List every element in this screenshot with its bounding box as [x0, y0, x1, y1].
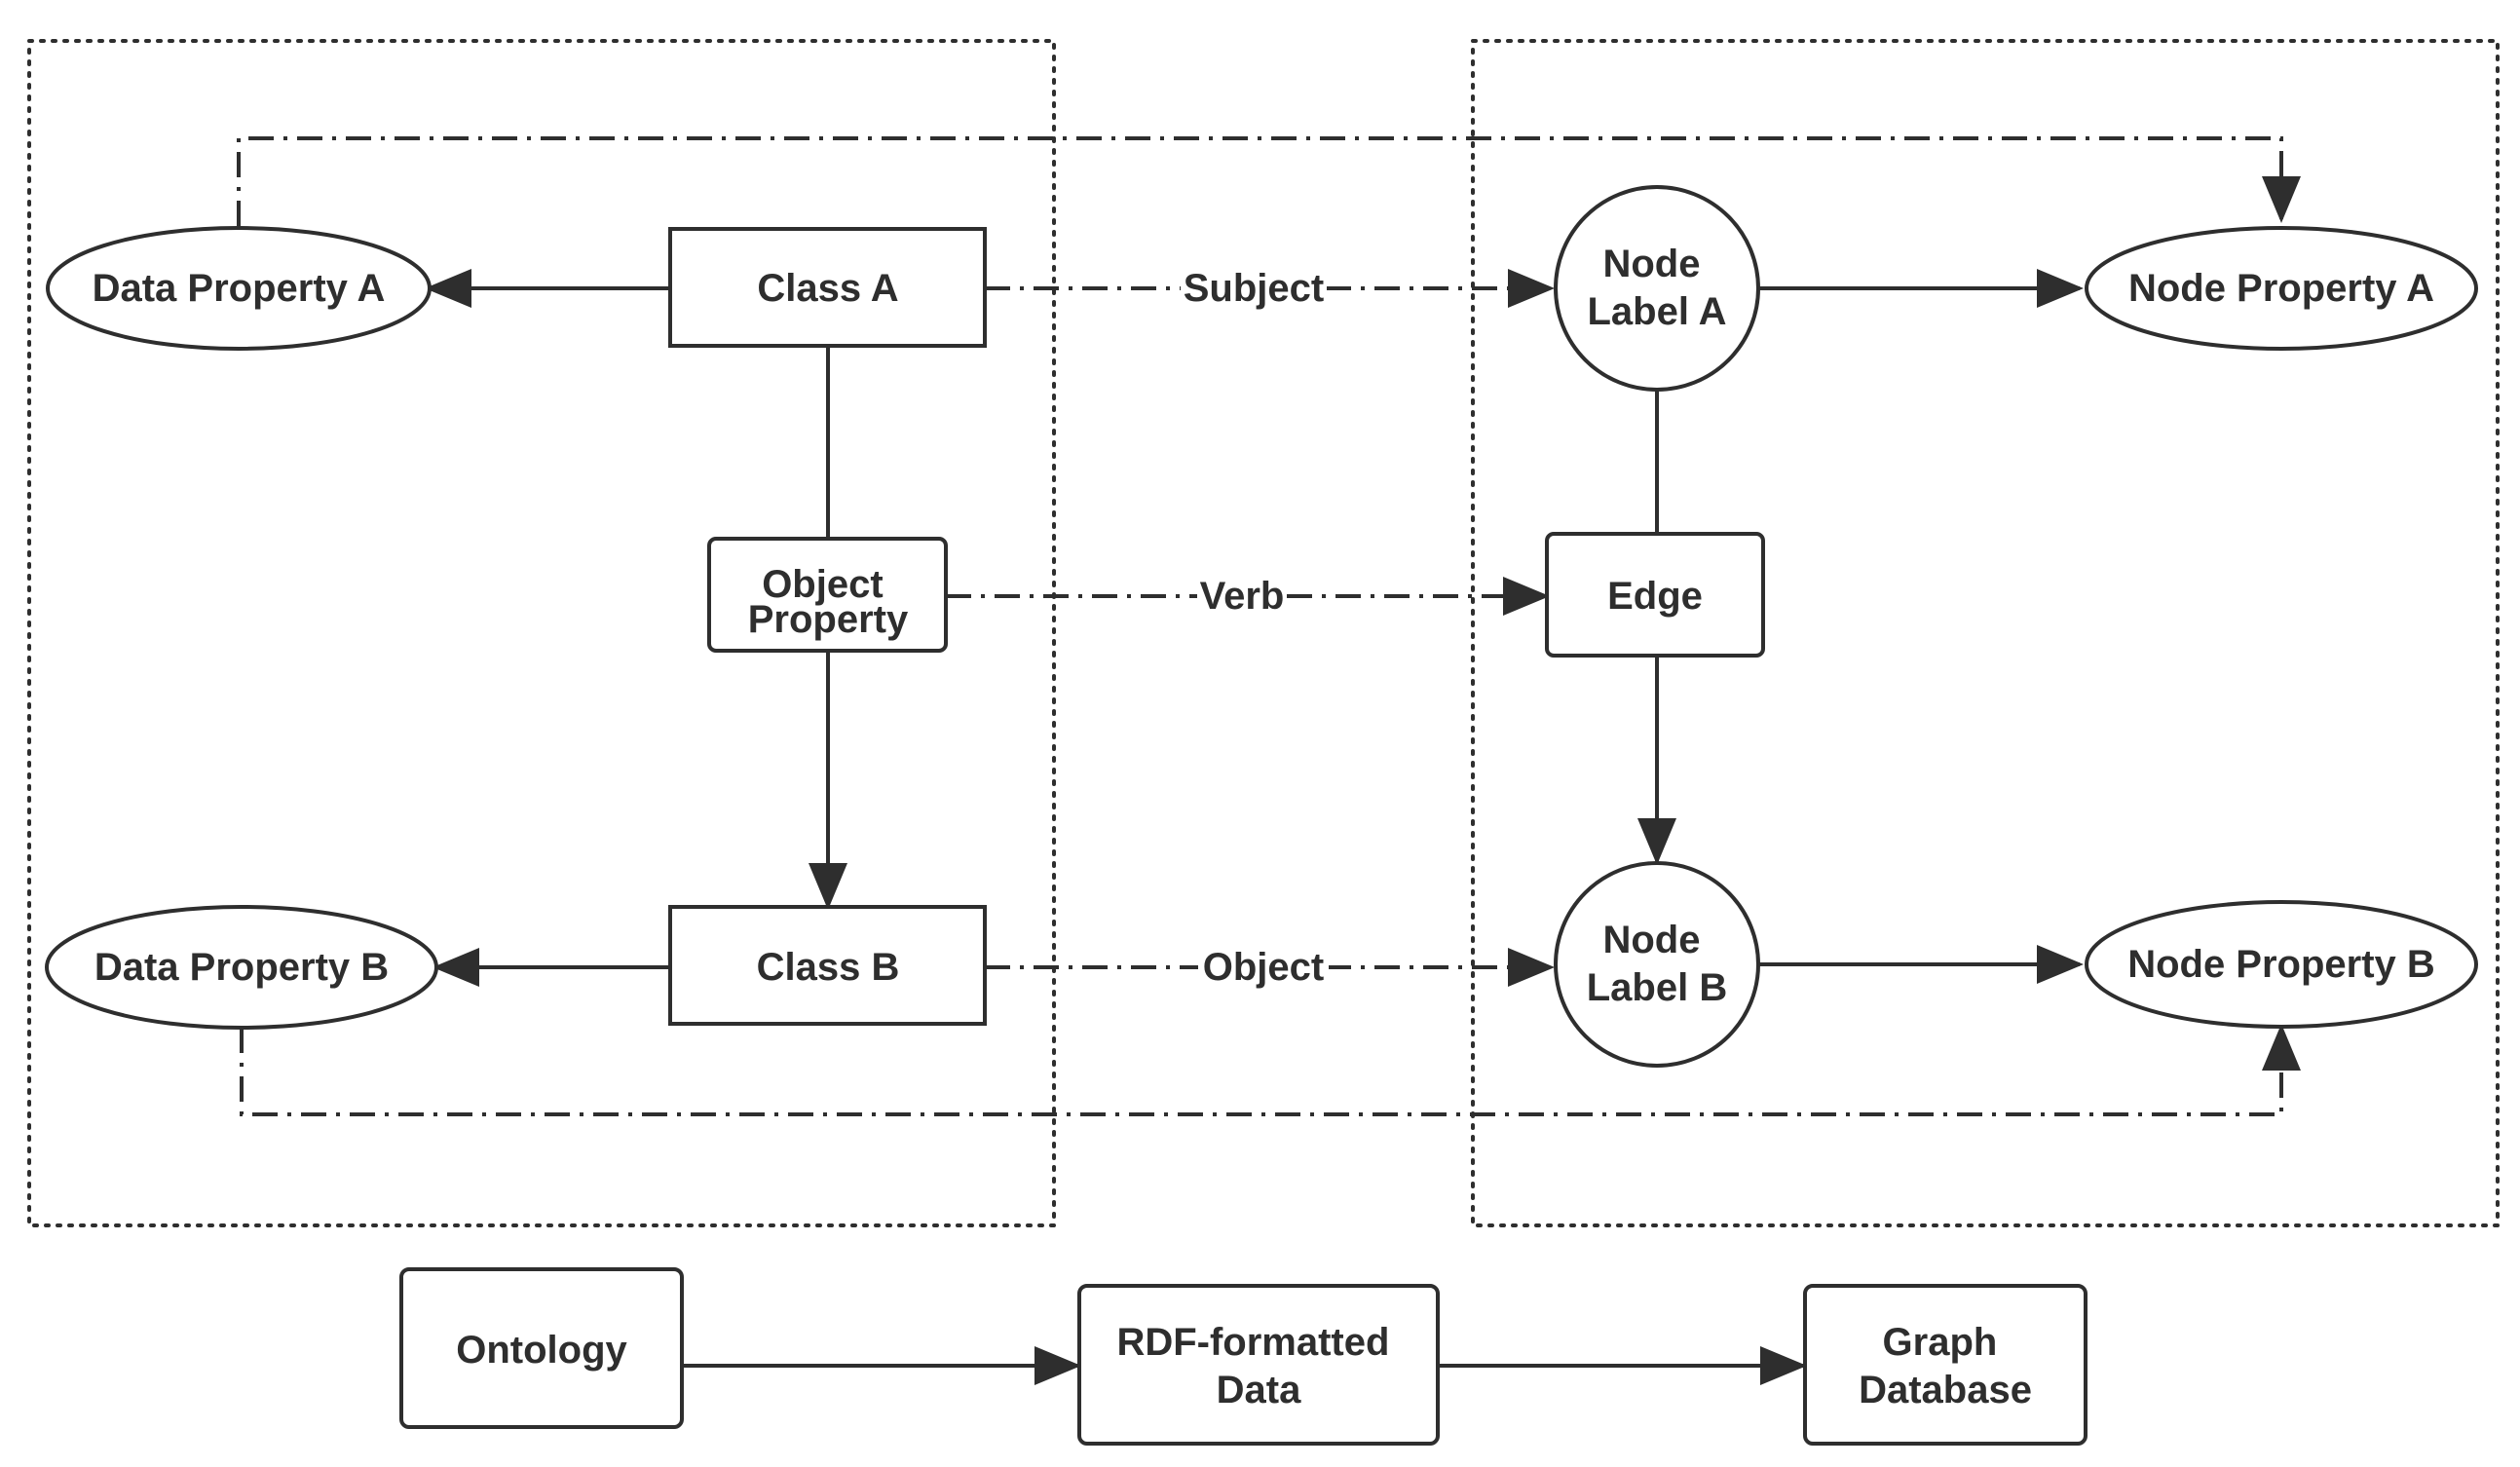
graph-database-line-1: Graph: [1883, 1321, 1998, 1364]
node-label-b-label: Node Label B: [1587, 906, 1727, 1009]
graph-database-label: Graph Database: [1859, 1308, 2032, 1411]
rdf-data-line-1: RDF-formatted: [1116, 1321, 1389, 1364]
ontology-label: Ontology: [456, 1329, 627, 1372]
node-label-b-node: [1554, 861, 1760, 1068]
edge-node-label: Edge: [1607, 575, 1703, 618]
node-property-b-node: [2085, 900, 2478, 1029]
node-label-a-node: [1554, 185, 1760, 392]
ontology-node: [399, 1267, 684, 1429]
graph-database-node: [1803, 1284, 2087, 1446]
object-property-node: [707, 537, 948, 653]
class-a-label: Class A: [757, 267, 898, 310]
data-property-a-label: Data Property A: [93, 267, 386, 310]
edge-label-subject: Subject: [1184, 267, 1324, 310]
rdf-data-line-2: Data: [1217, 1369, 1301, 1411]
node-property-a-node: [2085, 226, 2478, 351]
edge-dataprop-a-to-nodeprop-a: [237, 136, 2301, 226]
subject-label-bg: [1181, 265, 1327, 312]
rdf-data-node: [1077, 1284, 1440, 1446]
node-label-a-line-2: Label A: [1588, 290, 1727, 333]
class-a-node: [668, 227, 987, 348]
ontology-group-box: [27, 39, 1056, 1227]
verb-label-bg: [1197, 573, 1287, 620]
object-property-label: Object Property: [748, 550, 909, 641]
data-property-a-node: [46, 226, 432, 351]
node-property-a-label: Node Property A: [2128, 267, 2434, 310]
edge-label-object: Object: [1203, 946, 1324, 989]
node-label-a-line-1: Node: [1602, 243, 1700, 285]
node-label-a-label: Node Label A: [1588, 230, 1727, 333]
data-property-b-label: Data Property B: [94, 946, 389, 989]
edge-node: [1545, 532, 1765, 658]
graph-database-line-2: Database: [1859, 1369, 2032, 1411]
object-property-line-2: Property: [748, 598, 909, 641]
rdf-data-label: RDF-formatted Data: [1116, 1308, 1400, 1411]
class-b-node: [668, 905, 987, 1026]
object-property-line-1: Object: [762, 563, 883, 606]
data-property-b-node: [45, 905, 438, 1030]
graph-group-box: [1471, 39, 2500, 1227]
object-label-bg: [1198, 944, 1329, 991]
edge-label-verb: Verb: [1200, 575, 1285, 618]
edge-dataprop-b-to-nodeprop-b: [240, 1024, 2301, 1116]
node-label-b-line-2: Label B: [1587, 966, 1727, 1009]
node-label-b-line-1: Node: [1602, 919, 1700, 961]
node-property-b-label: Node Property B: [2127, 943, 2435, 986]
class-b-label: Class B: [757, 946, 900, 989]
